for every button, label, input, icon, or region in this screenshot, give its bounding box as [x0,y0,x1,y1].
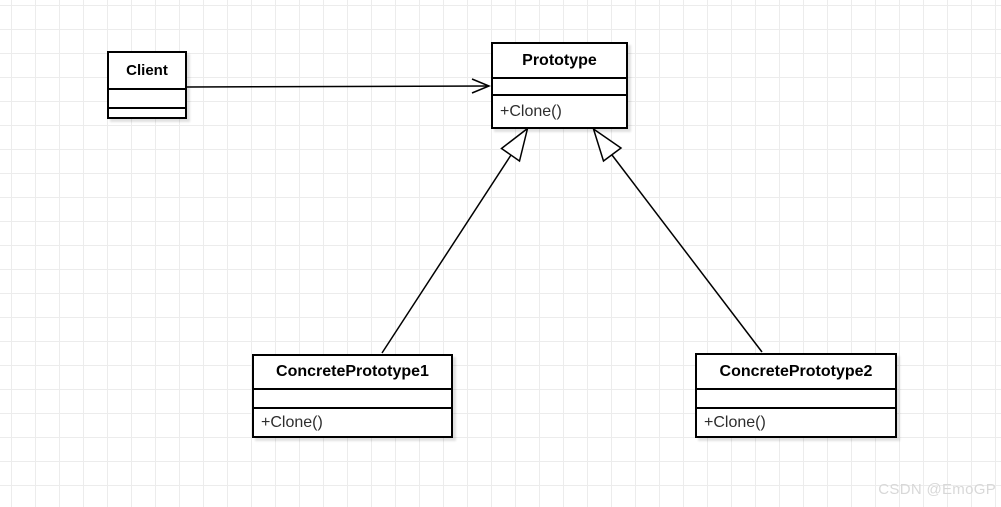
class-method-prototype: +Clone() [493,94,626,127]
class-attributes-prototype [493,77,626,94]
class-method-concreteprototype1: +Clone() [254,407,451,436]
class-methods-client [109,107,185,117]
class-title-concreteprototype1: ConcretePrototype1 [276,363,429,380]
class-node-concreteprototype2: ConcretePrototype2 +Clone() [695,353,897,438]
generalization-concreteprototype1-line [381,154,512,354]
open-arrowhead-icon [471,78,491,94]
hollow-triangle-arrowhead-icon [592,127,623,163]
association-client-prototype-line [186,85,490,88]
class-title-concreteprototype2: ConcretePrototype2 [719,362,873,380]
class-attributes-concreteprototype2 [697,388,895,407]
class-node-concreteprototype1: ConcretePrototype1 +Clone() [252,354,453,438]
class-title-prototype: Prototype [522,51,597,69]
hollow-triangle-arrowhead-icon [500,126,529,163]
class-attributes-client [109,88,185,107]
class-attributes-concreteprototype1 [254,388,451,407]
class-node-client: Client [107,51,187,119]
class-title-client: Client [126,62,168,79]
class-method-concreteprototype2: +Clone() [697,407,895,436]
generalization-concreteprototype2-line [611,154,763,353]
class-node-prototype: Prototype +Clone() [491,42,628,129]
watermark: CSDN @EmoGP [878,481,996,498]
